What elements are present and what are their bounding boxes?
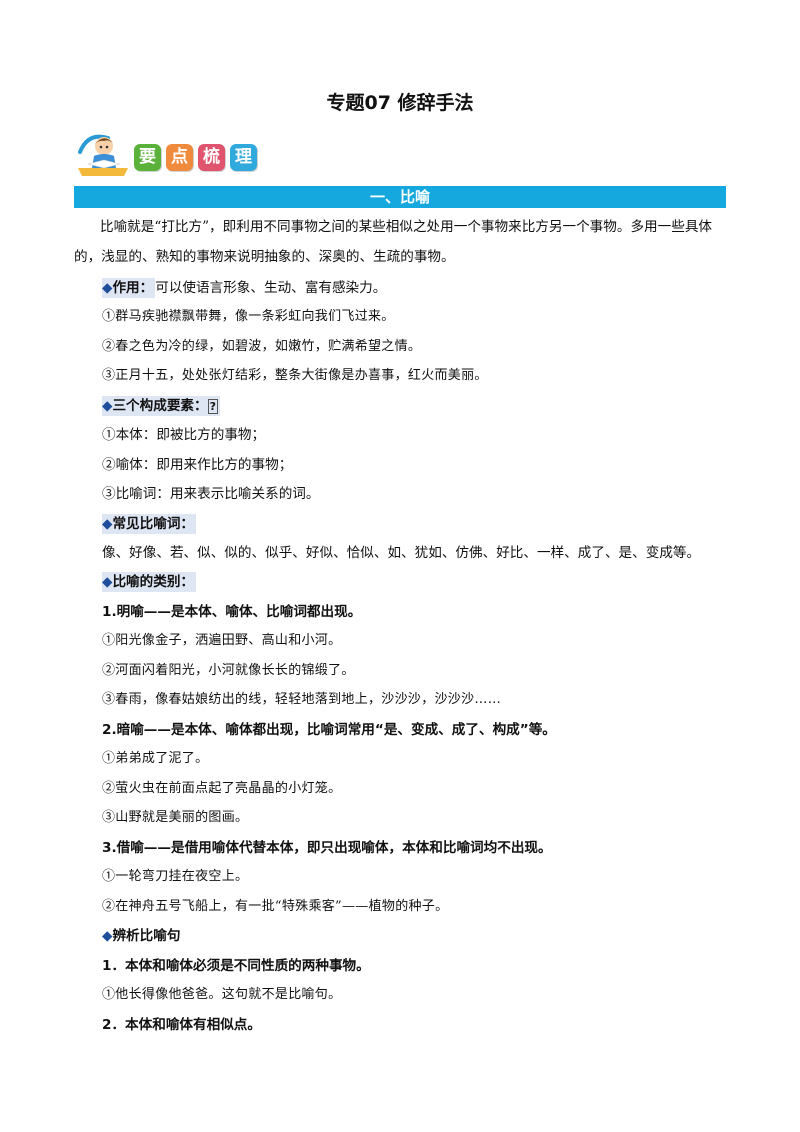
diamond-bullet-icon: ◆: [102, 928, 113, 944]
page-title: 专题07 修辞手法: [326, 92, 474, 114]
bianxi-point-2: 2．本体和喻体有相似点。: [102, 1017, 261, 1033]
zuoyong-text: 可以使语言形象、生动、富有感染力。: [155, 280, 387, 296]
anyu-heading: 2.暗喻——是本体、喻体都出现，比喻词常用“是、变成、成了、构成”等。: [102, 722, 556, 738]
example-item: ③山野就是美丽的图画。: [102, 810, 249, 825]
example-item: ②河面闪着阳光，小河就像长长的锦缎了。: [102, 663, 355, 678]
banner-chip-1: 要: [134, 144, 161, 171]
bianxi-line: ◆辨析比喻句: [102, 926, 180, 946]
example-item: ①弟弟成了泥了。: [102, 751, 209, 766]
diamond-bullet-icon: ◆: [102, 280, 113, 296]
jieyu-heading: 3.借喻——是借用喻体代替本体，即只出现喻体，本体和比喻词均不出现。: [102, 840, 552, 856]
mingyu-heading: 1.明喻——是本体、喻体、比喻词都出现。: [102, 604, 362, 620]
diamond-bullet-icon: ◆: [102, 516, 113, 532]
example-item: ③春雨，像春姑娘纺出的线，轻轻地落到地上，沙沙沙，沙沙沙……: [102, 692, 502, 707]
example-item: ①阳光像金子，洒遍田野、高山和小河。: [102, 633, 342, 648]
student-reading-icon: [78, 134, 128, 176]
yaosu-label: 三个构成要素：: [112, 398, 208, 414]
example-item: ②在神舟五号飞船上，有一批“特殊乘客”——植物的种子。: [102, 899, 449, 914]
simile-words: 像、好像、若、似、似的、似乎、好似、恰似、如、犹如、仿佛、好比、一样、成了、是、…: [102, 545, 701, 561]
leibie-line: ◆比喻的类别：: [102, 572, 197, 592]
example-item: ②萤火虫在前面点起了亮晶晶的小灯笼。: [102, 781, 342, 796]
section-banner: 要 点 梳 理: [74, 128, 274, 178]
yaosu-line: ◆三个构成要素：?: [102, 396, 221, 417]
changjian-header: ◆常见比喻词：: [102, 514, 197, 534]
zuoyong-label: 作用：: [112, 280, 154, 296]
example-item: ①一轮弯刀挂在夜空上。: [102, 869, 249, 884]
example-item: ①群马疾驰襟飘带舞，像一条彩虹向我们飞过来。: [102, 309, 395, 324]
diamond-bullet-icon: ◆: [102, 398, 113, 414]
element-item: ③比喻词：用来表示比喻关系的词。: [102, 486, 320, 502]
intro-paragraph: 比喻就是“打比方”，即利用不同事物之间的某些相似之处用一个事物来比方另一个事物。…: [74, 219, 713, 265]
section-title-bar: 一、比喻: [74, 186, 726, 208]
bianxi-point-1: 1．本体和喻体必须是不同性质的两种事物。: [102, 958, 370, 974]
zuoyong-header: ◆作用：: [102, 278, 156, 298]
example-item: ③正月十五，处处张灯结彩，整条大街像是办喜事，红火而美丽。: [102, 368, 488, 383]
diamond-bullet-icon: ◆: [102, 574, 113, 590]
banner-chip-4: 理: [230, 144, 257, 171]
bianxi-label: 辨析比喻句: [112, 928, 181, 944]
changjian-line: ◆常见比喻词：: [102, 514, 197, 534]
leibie-label: 比喻的类别：: [112, 574, 195, 590]
changjian-label: 常见比喻词：: [112, 516, 195, 532]
leibie-header: ◆比喻的类别：: [102, 572, 197, 592]
yaosu-header: ◆三个构成要素：?: [102, 396, 221, 416]
element-item: ②喻体：即用来作比方的事物；: [102, 457, 293, 473]
example-item: ②春之色为冷的绿，如碧波，如嫩竹，贮满希望之情。: [102, 339, 422, 354]
zuoyong-line: ◆作用：可以使语言形象、生动、富有感染力。: [102, 278, 386, 298]
element-item: ①本体：即被比方的事物；: [102, 427, 266, 443]
banner-chip-3: 梳: [198, 144, 225, 171]
example-item: ①他长得像他爸爸。这句就不是比喻句。: [102, 987, 342, 1002]
placeholder-glyph: ?: [207, 399, 219, 414]
banner-chip-2: 点: [166, 144, 193, 171]
